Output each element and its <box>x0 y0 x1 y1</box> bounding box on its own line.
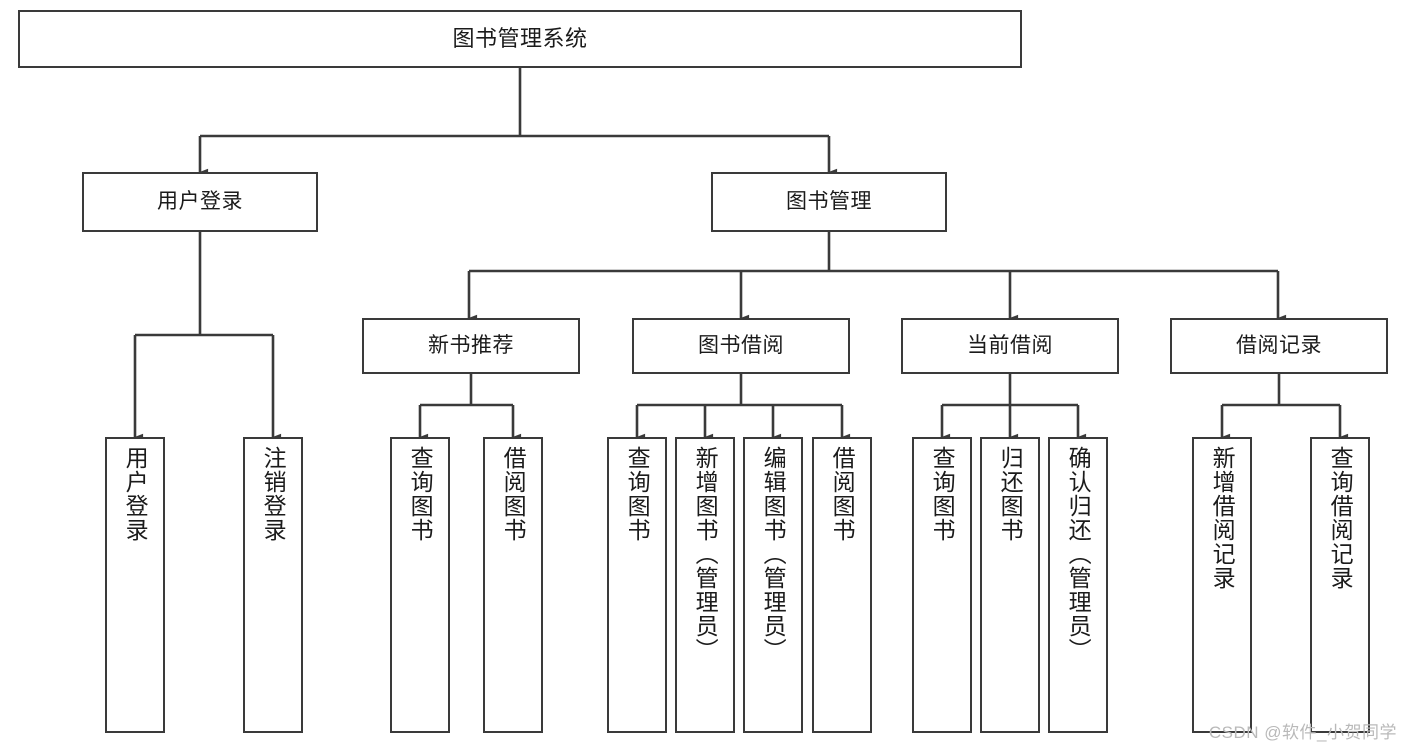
node-leaf-edit-book-admin[interactable]: 编辑图书（管理员） <box>743 437 803 733</box>
node-label: 确认归还（管理员） <box>1065 446 1092 662</box>
node-label: 图书管理 <box>786 189 872 213</box>
node-current-borrow[interactable]: 当前借阅 <box>901 318 1119 374</box>
node-label: 图书借阅 <box>698 333 784 357</box>
node-label: 借阅图书 <box>829 446 856 542</box>
node-label: 查询图书 <box>407 446 434 542</box>
node-user-login[interactable]: 用户登录 <box>82 172 318 232</box>
node-leaf-logout-login[interactable]: 注销登录 <box>243 437 303 733</box>
node-label: 借阅图书 <box>500 446 527 542</box>
node-new-book-recommend[interactable]: 新书推荐 <box>362 318 580 374</box>
node-label: 注销登录 <box>260 446 287 542</box>
node-label: 新书推荐 <box>428 333 514 357</box>
node-label: 图书管理系统 <box>452 26 588 52</box>
node-leaf-user-login[interactable]: 用户登录 <box>105 437 165 733</box>
node-label: 查询图书 <box>624 446 651 542</box>
node-leaf-borrow-book-2[interactable]: 借阅图书 <box>812 437 872 733</box>
node-label: 编辑图书（管理员） <box>760 446 787 662</box>
node-borrow-record[interactable]: 借阅记录 <box>1170 318 1388 374</box>
node-leaf-return-book[interactable]: 归还图书 <box>980 437 1040 733</box>
node-label: 用户登录 <box>157 189 243 213</box>
node-book-manage[interactable]: 图书管理 <box>711 172 947 232</box>
node-root[interactable]: 图书管理系统 <box>18 10 1022 68</box>
node-leaf-query-book-2[interactable]: 查询图书 <box>607 437 667 733</box>
node-leaf-confirm-return-admin[interactable]: 确认归还（管理员） <box>1048 437 1108 733</box>
node-label: 新增图书（管理员） <box>692 446 719 662</box>
node-label: 用户登录 <box>122 446 149 542</box>
node-book-borrow[interactable]: 图书借阅 <box>632 318 850 374</box>
node-leaf-borrow-book-1[interactable]: 借阅图书 <box>483 437 543 733</box>
node-label: 当前借阅 <box>967 333 1053 357</box>
node-leaf-query-borrow-record[interactable]: 查询借阅记录 <box>1310 437 1370 733</box>
node-leaf-query-book-3[interactable]: 查询图书 <box>912 437 972 733</box>
watermark: CSDN @软件_小贺同学 <box>1208 723 1397 742</box>
node-leaf-add-borrow-record[interactable]: 新增借阅记录 <box>1192 437 1252 733</box>
node-label: 查询借阅记录 <box>1327 446 1354 590</box>
node-leaf-add-book-admin[interactable]: 新增图书（管理员） <box>675 437 735 733</box>
edge-lines <box>135 68 1340 407</box>
node-label: 借阅记录 <box>1236 333 1322 357</box>
node-leaf-query-book-1[interactable]: 查询图书 <box>390 437 450 733</box>
node-label: 查询图书 <box>929 446 956 542</box>
node-label: 归还图书 <box>997 446 1024 542</box>
node-label: 新增借阅记录 <box>1209 446 1236 590</box>
edge-arrowheads <box>133 136 1349 441</box>
